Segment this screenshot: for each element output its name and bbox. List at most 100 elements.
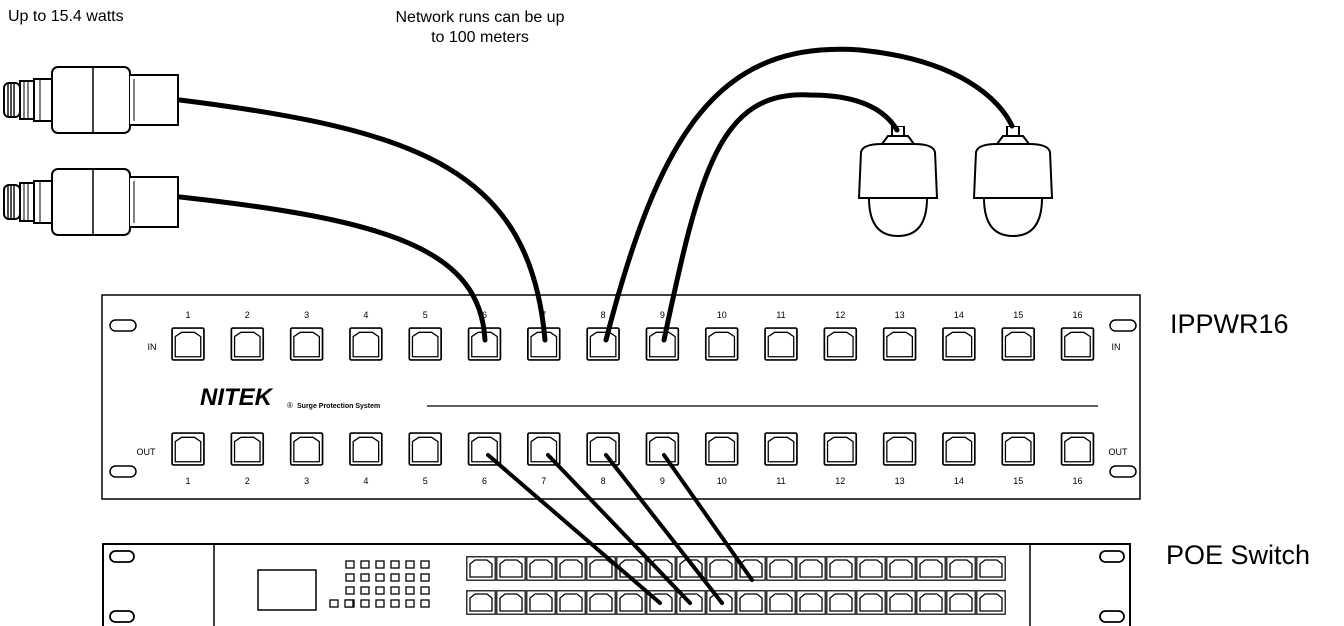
out-port-number: 4 [363, 476, 368, 486]
in-label-left: IN [148, 342, 157, 352]
out-port-number: 2 [245, 476, 250, 486]
in-port-4 [349, 327, 383, 361]
switch-port [976, 556, 1006, 581]
switch-port [736, 590, 766, 615]
out-port-number: 7 [541, 476, 546, 486]
poe-switch [102, 543, 1131, 626]
out-port-9 [645, 432, 680, 466]
panel-mount-slot [109, 319, 137, 332]
switch-status-leds [329, 560, 430, 608]
switch-port [946, 590, 976, 615]
cable-out8-to-switch [604, 453, 724, 605]
switch-port [916, 590, 946, 615]
status-led [360, 573, 370, 582]
in-port-number: 11 [776, 310, 785, 320]
status-led [420, 599, 430, 608]
network-runs-annotation-line2: to 100 meters [431, 29, 529, 46]
out-port-number: 3 [304, 476, 309, 486]
status-led [375, 560, 385, 569]
out-port-15 [1001, 432, 1035, 466]
in-port-10 [704, 327, 739, 361]
in-port-number: 9 [660, 310, 665, 320]
switch-port [946, 556, 976, 581]
out-port-number: 11 [776, 476, 785, 486]
in-port-5 [408, 327, 442, 361]
cable-dome2-to-in8 [603, 46, 1015, 343]
status-led [420, 573, 430, 582]
out-label-left: OUT [137, 447, 157, 457]
in-port-2 [230, 327, 265, 361]
switch-mount-slot [109, 550, 135, 563]
panel-mount-slot [109, 465, 137, 478]
out-port-number: 10 [717, 476, 727, 486]
status-led [345, 560, 355, 569]
in-port-8 [586, 327, 620, 361]
output-cables [486, 453, 754, 605]
status-led [390, 586, 400, 595]
panel-mount-slot [1109, 465, 1137, 478]
switch-port [916, 556, 946, 581]
out-port-number: 5 [423, 476, 428, 486]
switch-mount-slot [1099, 610, 1125, 623]
out-port-number: 9 [660, 476, 665, 486]
switch-port [766, 590, 796, 615]
out-port-number: 6 [482, 476, 487, 486]
out-port-number: 14 [954, 476, 964, 486]
switch-port [856, 556, 886, 581]
out-port-number: 1 [185, 476, 190, 486]
switch-port [586, 590, 616, 615]
in-port-number: 2 [245, 310, 250, 320]
cable-camera2-to-in6 [177, 194, 488, 343]
ippwr16-label: IPPWR16 [1170, 309, 1289, 339]
network-runs-annotation-line1: Network runs can be up [395, 9, 565, 26]
switch-mount-slot [109, 610, 135, 623]
out-port-14 [942, 432, 976, 466]
in-port-number: 13 [895, 310, 905, 320]
in-port-number: 5 [423, 310, 428, 320]
registered-mark: ® [287, 401, 293, 410]
dome-camera-icon [858, 126, 938, 237]
cable-out7-to-switch [546, 453, 692, 605]
cable-dome1-to-in9 [661, 92, 900, 343]
status-led [360, 560, 370, 569]
ippwr16-panel: IN IN OUT OUT NITEK ® Surge Protection S… [101, 294, 1141, 500]
panel-mount-slot [1109, 319, 1137, 332]
out-port-5 [408, 432, 442, 466]
panel-tagline: Surge Protection System [297, 403, 380, 410]
in-port-number: 15 [1013, 310, 1023, 320]
switch-port [556, 556, 586, 581]
status-led [390, 560, 400, 569]
input-cables [177, 46, 1015, 343]
in-port-3 [289, 327, 324, 361]
out-port-16 [1060, 432, 1095, 466]
status-led [405, 599, 415, 608]
status-led [405, 573, 415, 582]
in-port-13 [882, 327, 917, 361]
nitek-logo: NITEK [200, 384, 274, 411]
out-port-8 [586, 432, 620, 466]
switch-port [826, 556, 856, 581]
switch-port [496, 590, 526, 615]
status-led [329, 599, 339, 608]
status-led [405, 560, 415, 569]
switch-port-bank [466, 556, 1006, 615]
box-camera-icon [3, 66, 179, 134]
switch-port [466, 556, 496, 581]
switch-port [496, 556, 526, 581]
out-port-11 [764, 432, 798, 466]
in-port-number: 3 [304, 310, 309, 320]
out-port-4 [349, 432, 383, 466]
out-port-3 [289, 432, 324, 466]
switch-mount-slot [1099, 550, 1125, 563]
status-led [390, 573, 400, 582]
in-port-9 [645, 327, 680, 361]
out-port-number: 15 [1013, 476, 1023, 486]
status-led [375, 586, 385, 595]
in-port-number: 8 [601, 310, 606, 320]
in-port-12 [823, 327, 858, 361]
status-led [345, 573, 355, 582]
out-port-1 [171, 432, 205, 466]
status-led [420, 586, 430, 595]
status-led [375, 599, 385, 608]
